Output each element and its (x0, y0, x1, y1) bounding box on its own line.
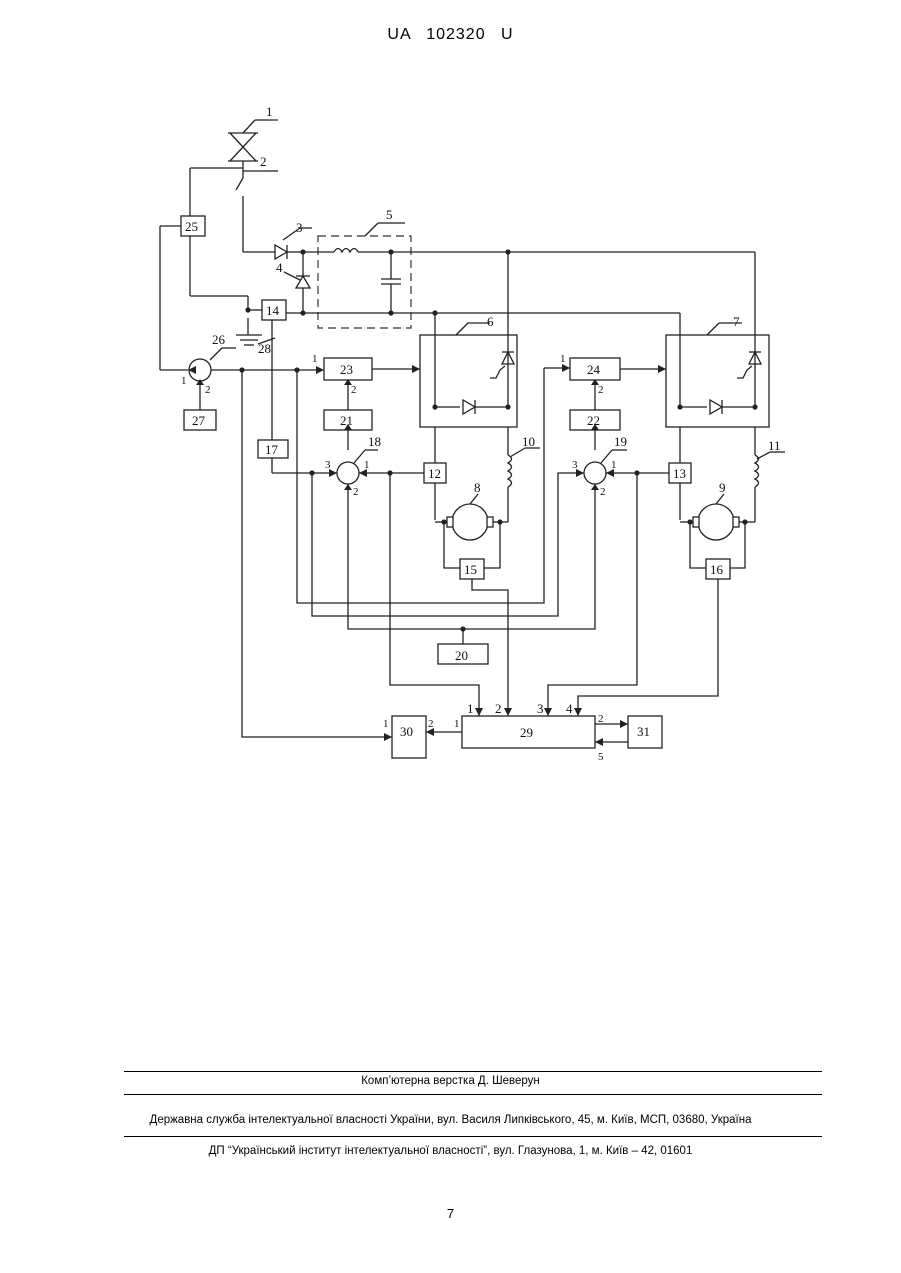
label-14: 14 (266, 303, 280, 318)
port-19-2: 2 (600, 486, 606, 498)
label-29: 29 (520, 725, 533, 740)
label-5: 5 (386, 207, 393, 222)
footer-rule-bottom (124, 1136, 822, 1137)
diode-4 (284, 252, 310, 313)
port-labels: 1 2 1 2 1 2 1 2 3 1 2 3 1 2 3 4 5 2 1 1 … (181, 353, 617, 763)
label-1: 1 (266, 104, 273, 119)
port-23-2: 2 (351, 384, 357, 396)
port-24-1: 1 (560, 353, 566, 365)
label-31: 31 (637, 724, 650, 739)
switch (190, 168, 278, 252)
footer-institute: ДП “Український інститут інтелектуальної… (0, 1145, 901, 1157)
label-13: 13 (673, 466, 686, 481)
label-25: 25 (185, 219, 198, 234)
port-30-2: 2 (428, 718, 434, 730)
port-29-in-4: 4 (566, 701, 573, 716)
port-26-2: 2 (205, 384, 211, 396)
label-8: 8 (474, 480, 481, 495)
label-17: 17 (265, 442, 279, 457)
motor-8 (435, 494, 508, 540)
label-20: 20 (455, 648, 468, 663)
page-number: 7 (0, 1206, 901, 1221)
label-19: 19 (614, 434, 627, 449)
label-30: 30 (400, 724, 413, 739)
label-18: 18 (368, 434, 381, 449)
converter-7 (666, 323, 769, 520)
label-10: 10 (522, 434, 535, 449)
label-21: 21 (340, 413, 353, 428)
footer-rule-top (124, 1071, 822, 1072)
port-19-3: 3 (572, 459, 578, 471)
port-24-2: 2 (598, 384, 604, 396)
label-24: 24 (587, 362, 601, 377)
port-30-1: 1 (383, 718, 389, 730)
label-22: 22 (587, 413, 600, 428)
port-29-in-1: 1 (467, 701, 474, 716)
label-3: 3 (296, 220, 303, 235)
port-29-out-1: 1 (454, 718, 460, 730)
circuit-diagram: 1 2 3 4 5 6 7 8 9 10 11 12 13 14 15 16 1… (0, 0, 901, 800)
port-18-2: 2 (353, 486, 359, 498)
port-29-in-5: 5 (598, 751, 604, 763)
port-26-1: 1 (181, 375, 187, 387)
port-29-in-2: 2 (495, 701, 502, 716)
footer-composer: Комп’ютерна верстка Д. Шеверун (0, 1075, 901, 1087)
port-18-1: 1 (364, 459, 370, 471)
label-23: 23 (340, 362, 353, 377)
footer-agency: Державна служба інтелектуальної власност… (0, 1114, 901, 1126)
label-2: 2 (260, 154, 267, 169)
label-6: 6 (487, 314, 494, 329)
port-29-out-2: 2 (598, 713, 604, 725)
filter (303, 223, 508, 328)
label-26: 26 (212, 332, 226, 347)
motor-9 (680, 494, 755, 540)
footer-rule-middle (124, 1094, 822, 1095)
label-15: 15 (464, 562, 477, 577)
pantograph (228, 120, 278, 168)
port-29-in-3: 3 (537, 701, 544, 716)
label-27: 27 (192, 413, 206, 428)
label-7: 7 (733, 314, 740, 329)
label-4: 4 (276, 260, 283, 275)
label-16: 16 (710, 562, 724, 577)
port-19-1: 1 (611, 459, 617, 471)
label-9: 9 (719, 480, 726, 495)
label-28: 28 (258, 341, 271, 356)
port-23-1: 1 (312, 353, 318, 365)
label-12: 12 (428, 466, 441, 481)
port-18-3: 3 (325, 459, 331, 471)
label-11: 11 (768, 438, 781, 453)
